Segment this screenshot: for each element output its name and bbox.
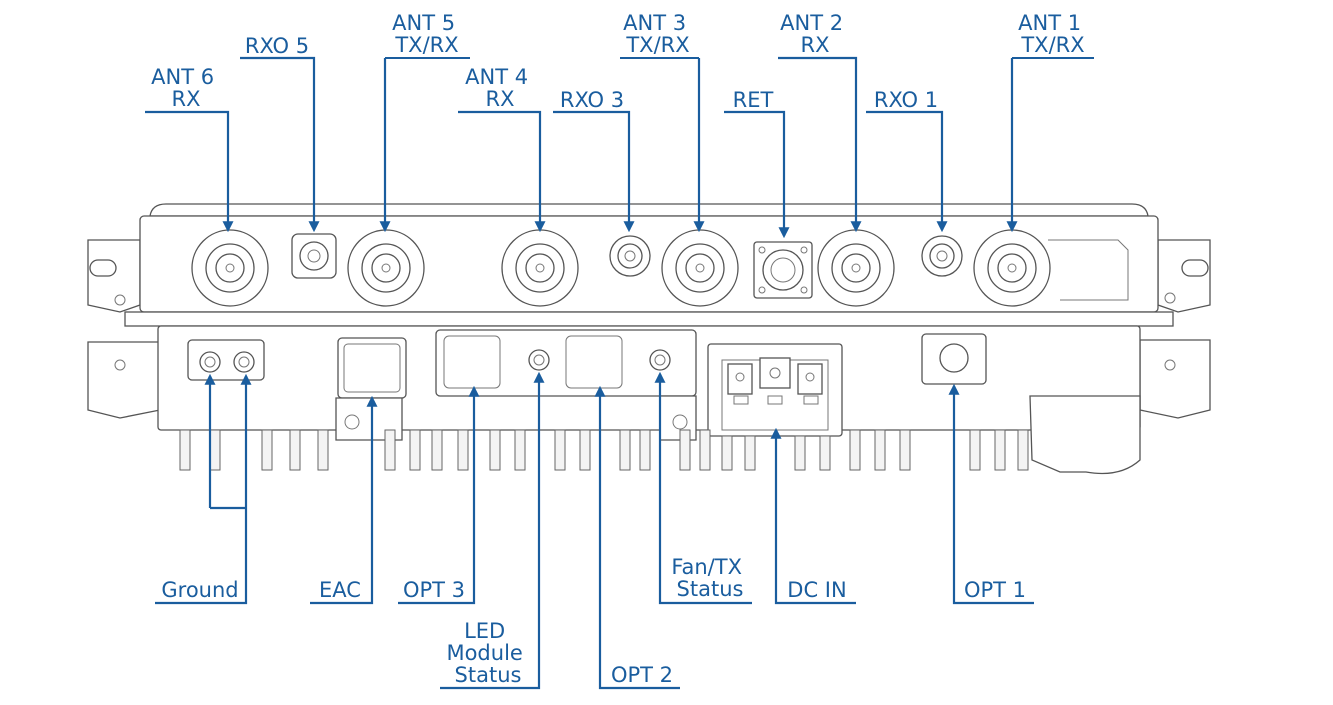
ground-studs xyxy=(199,351,255,373)
cooling-fins xyxy=(179,429,1029,471)
leader-dcin xyxy=(770,427,856,605)
leader-ant6 xyxy=(145,110,234,233)
leader-ret xyxy=(724,110,790,239)
fan-tx-status-indicator xyxy=(649,349,671,371)
connector-ant6 xyxy=(191,229,269,307)
leader-rxo5 xyxy=(240,56,320,233)
connector-ant2 xyxy=(817,229,895,307)
leader-opt2 xyxy=(594,385,680,690)
label-fan: Fan/TX Status xyxy=(671,555,748,601)
connector-rxo5 xyxy=(291,233,337,279)
label-ret: RET xyxy=(733,88,774,112)
label-opt1: OPT 1 xyxy=(964,578,1026,602)
label-ant4: ANT 4 RX xyxy=(465,65,535,111)
label-opt2: OPT 2 xyxy=(611,663,673,687)
label-ant3: ANT 3 TX/RX xyxy=(623,11,693,57)
label-ant1: ANT 1 TX/RX xyxy=(1018,11,1088,57)
connector-ant3 xyxy=(661,229,739,307)
connector-rxo3 xyxy=(609,235,651,277)
leaders-top xyxy=(145,56,1094,239)
label-ant5: ANT 5 TX/RX xyxy=(392,11,462,57)
label-ant2: ANT 2 RX xyxy=(780,11,850,57)
leaders-bottom xyxy=(155,371,1034,690)
leader-rxo3 xyxy=(553,110,635,233)
label-led: LED Module Status xyxy=(446,619,529,687)
leader-led xyxy=(440,371,545,690)
leader-opt3 xyxy=(398,385,480,605)
leader-fan xyxy=(654,371,752,605)
label-rxo1: RXO 1 xyxy=(874,88,938,112)
connector-ret xyxy=(753,241,813,299)
label-ground: Ground xyxy=(161,578,238,602)
label-opt3: OPT 3 xyxy=(403,578,465,602)
leader-ant2 xyxy=(778,56,862,233)
label-rxo3: RXO 3 xyxy=(560,88,624,112)
connector-ant1 xyxy=(973,229,1051,307)
label-dcin: DC IN xyxy=(787,578,846,602)
led-module-status-indicator xyxy=(528,349,550,371)
radio-unit-body xyxy=(87,203,1211,475)
leader-ant4 xyxy=(458,110,546,233)
label-eac: EAC xyxy=(319,578,361,602)
leader-ground xyxy=(155,373,252,605)
leader-eac xyxy=(310,395,378,605)
connector-ant4 xyxy=(501,229,579,307)
connector-ant5 xyxy=(347,229,425,307)
leader-opt1 xyxy=(948,383,1034,605)
label-rxo5: RXO 5 xyxy=(245,34,309,58)
connector-rxo1 xyxy=(921,235,963,277)
leader-rxo1 xyxy=(866,110,948,233)
label-ant6: ANT 6 RX xyxy=(151,65,221,111)
